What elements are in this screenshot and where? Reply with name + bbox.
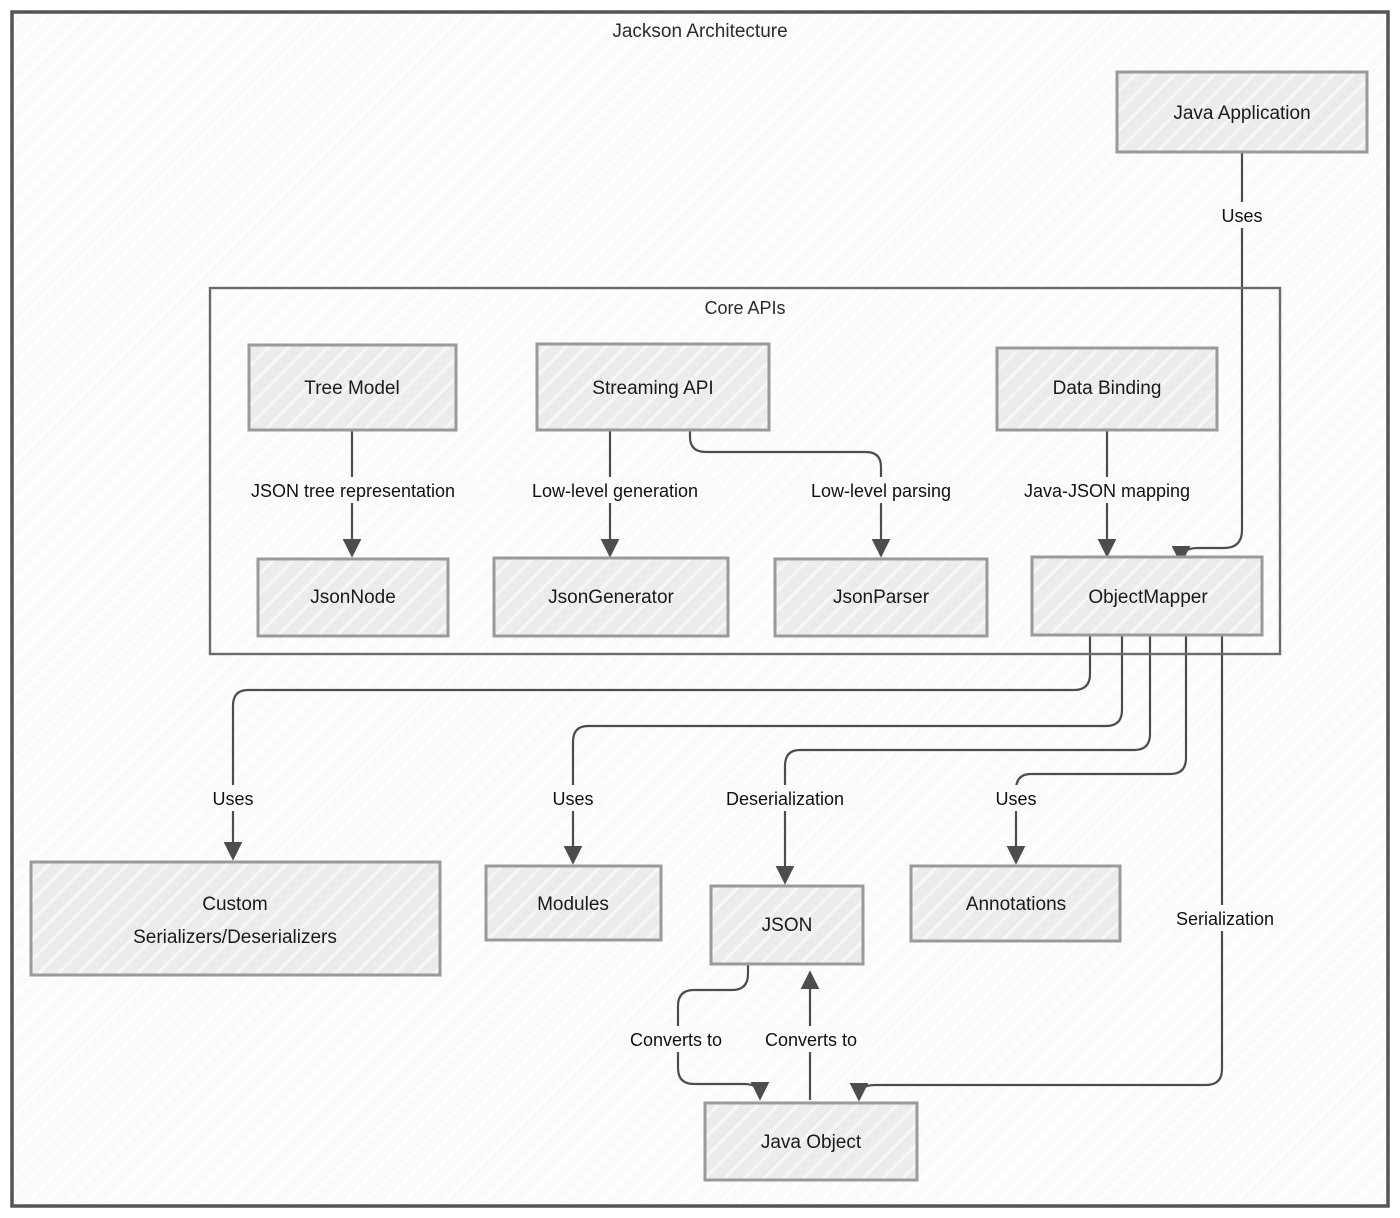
node-data-binding-label: Data Binding <box>1053 378 1162 399</box>
edge-label-converts-to-json-java-object: Converts to <box>617 1026 736 1052</box>
node-streaming-api-label: Streaming API <box>592 378 713 399</box>
edge-label-text: Converts to <box>630 1030 722 1050</box>
node-object-mapper[interactable]: ObjectMapper <box>1030 555 1264 637</box>
node-java-object[interactable]: Java Object <box>703 1101 919 1182</box>
node-json[interactable]: JSON <box>709 884 865 966</box>
edge-label-uses-custom-serializers: Uses <box>203 785 264 811</box>
edge-label-serialization: Serialization <box>1162 905 1288 931</box>
edge-label-uses-annotations: Uses <box>986 785 1047 811</box>
edge-label-layer: Uses JSON tree representation Low-level … <box>203 202 1288 1052</box>
node-json-generator-label: JsonGenerator <box>548 587 674 608</box>
edge-label-text: Low-level parsing <box>811 481 951 501</box>
edge-label-java-json-mapping: Java-JSON mapping <box>1006 477 1209 503</box>
node-object-mapper-label: ObjectMapper <box>1088 587 1208 608</box>
node-json-label: JSON <box>762 915 813 936</box>
group-core-apis-label: Core APIs <box>704 298 785 318</box>
node-json-generator[interactable]: JsonGenerator <box>492 556 730 638</box>
node-java-object-label: Java Object <box>761 1132 862 1153</box>
node-custom-serializers-label-line2: Serializers/Deserializers <box>133 927 337 948</box>
node-json-parser-label: JsonParser <box>833 587 930 608</box>
edge-label-uses-app-mapper: Uses <box>1212 202 1273 228</box>
node-json-node-label: JsonNode <box>310 587 396 608</box>
edge-object-mapper-json <box>775 632 1152 885</box>
edge-layer <box>223 152 1244 1102</box>
diagram-title: Jackson Architecture <box>612 21 787 42</box>
node-json-parser[interactable]: JsonParser <box>773 557 989 638</box>
group-core-apis: Core APIs <box>208 286 1282 656</box>
edge-label-text: Low-level generation <box>532 481 698 501</box>
node-custom-serializers[interactable]: Custom Serializers/Deserializers <box>29 860 442 977</box>
edge-label-text: Uses <box>212 789 253 809</box>
node-annotations-label: Annotations <box>966 894 1066 915</box>
edge-object-mapper-custom-serializers <box>223 632 1092 861</box>
node-streaming-api[interactable]: Streaming API <box>535 342 771 432</box>
edge-streaming-api-json-parser <box>688 430 891 558</box>
edge-label-text: Uses <box>995 789 1036 809</box>
edge-label-deserialization: Deserialization <box>709 785 861 811</box>
edge-label-text: Serialization <box>1176 909 1274 929</box>
edge-label-text: Uses <box>552 789 593 809</box>
node-json-node[interactable]: JsonNode <box>256 557 450 638</box>
node-tree-model[interactable]: Tree Model <box>247 343 458 432</box>
edge-label-low-level-generation: Low-level generation <box>508 477 722 503</box>
node-tree-model-label: Tree Model <box>304 378 399 399</box>
edge-label-text: Deserialization <box>726 789 844 809</box>
node-java-application-label: Java Application <box>1173 103 1310 124</box>
edge-label-text: Java-JSON mapping <box>1024 481 1190 501</box>
edge-label-json-tree-representation: JSON tree representation <box>225 477 481 503</box>
node-modules-label: Modules <box>537 894 609 915</box>
edge-label-text: Converts to <box>765 1030 857 1050</box>
edge-label-converts-to-java-object-json: Converts to <box>752 1026 871 1052</box>
edge-java-application-object-mapper <box>1171 152 1244 565</box>
node-data-binding[interactable]: Data Binding <box>995 346 1219 432</box>
edge-label-text: Uses <box>1221 206 1262 226</box>
edge-label-low-level-parsing: Low-level parsing <box>793 477 970 503</box>
node-custom-serializers-label-line1: Custom <box>202 894 267 915</box>
edge-json-java-object <box>676 964 770 1101</box>
node-modules[interactable]: Modules <box>484 864 663 942</box>
edge-object-mapper-modules <box>563 632 1124 865</box>
edge-label-text: JSON tree representation <box>251 481 455 501</box>
edge-object-mapper-java-object <box>849 632 1224 1102</box>
node-java-application[interactable]: Java Application <box>1115 70 1369 154</box>
edge-object-mapper-annotations <box>1006 632 1188 865</box>
node-annotations[interactable]: Annotations <box>909 864 1122 943</box>
edge-label-uses-modules: Uses <box>543 785 604 811</box>
